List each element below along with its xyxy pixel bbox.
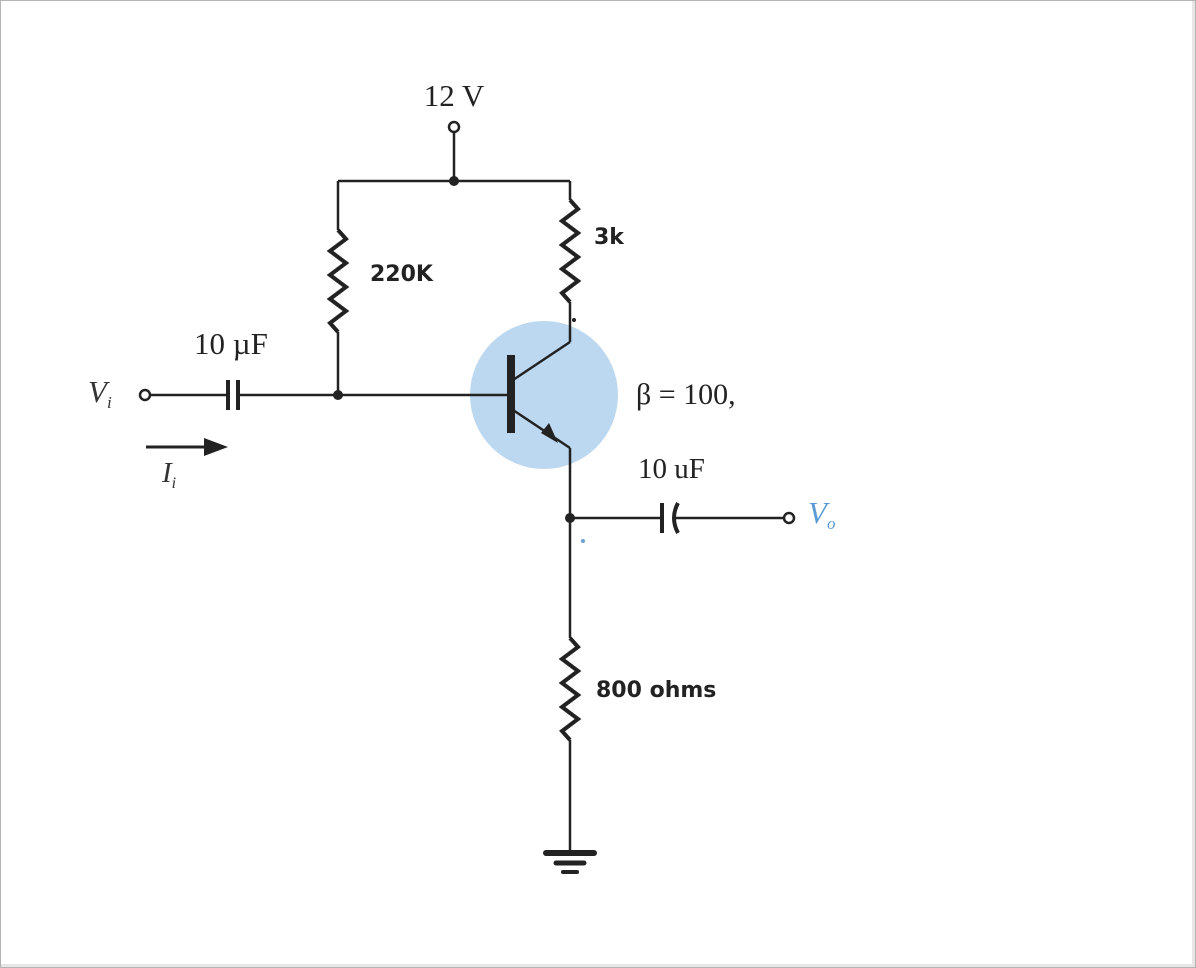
transistor-collector-lead xyxy=(512,340,571,382)
re-resistor xyxy=(558,636,582,742)
supply-terminal[interactable] xyxy=(447,120,461,134)
collector-mark xyxy=(572,318,576,322)
emitter-arrow xyxy=(541,423,558,443)
supply-voltage-label: 12 V xyxy=(424,78,485,113)
rb-label: 220K xyxy=(370,262,434,287)
ground-icon xyxy=(543,850,597,874)
output-cap-label: 10 uF xyxy=(638,453,705,485)
junction-top-rail xyxy=(449,176,459,186)
vo-terminal[interactable] xyxy=(782,511,796,525)
vo-label: Vo xyxy=(808,495,835,533)
emitter-mark xyxy=(581,539,585,543)
input-cap-label: 10 µF xyxy=(194,326,268,361)
transistor-emitter-lead xyxy=(512,408,571,450)
vi-label: Vi xyxy=(88,374,112,412)
input-current-arrowhead xyxy=(204,438,228,456)
rc-label: 3k xyxy=(594,225,625,250)
ii-label: Ii xyxy=(161,457,176,492)
junction-base xyxy=(333,390,343,400)
vi-terminal[interactable] xyxy=(138,388,152,402)
beta-label: β = 100, xyxy=(636,378,736,411)
re-label: 800 ohms xyxy=(596,678,716,703)
junction-emitter-output xyxy=(565,513,575,523)
rb-resistor xyxy=(326,228,350,334)
rc-resistor xyxy=(558,198,582,304)
